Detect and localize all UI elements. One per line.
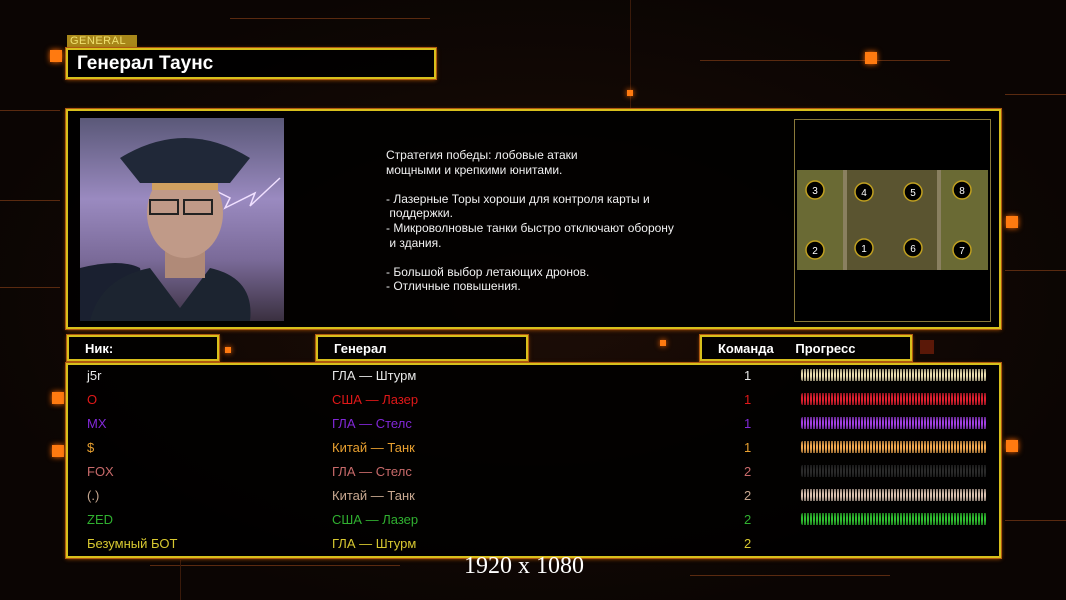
player-nick: Безумный БОТ <box>87 536 178 551</box>
map-slot: 5 <box>903 182 923 202</box>
header-team: Команда <box>718 341 774 356</box>
general-label: GENERAL <box>67 35 137 48</box>
header-general: Генерал <box>316 335 528 361</box>
player-nick: j5r <box>87 368 102 383</box>
general-title: Генерал Таунс <box>66 48 436 79</box>
player-general: ГЛА — Стелс <box>332 416 412 431</box>
general-portrait <box>80 118 284 321</box>
player-team: 1 <box>744 416 752 431</box>
player-team: 2 <box>744 536 752 551</box>
map-slot: 4 <box>854 182 874 202</box>
player-general: ГЛА — Штурм <box>332 536 417 551</box>
player-progress-bar <box>801 465 987 477</box>
svg-text:7: 7 <box>959 246 965 257</box>
map-preview: 3 4 5 8 2 1 6 7 <box>794 119 991 322</box>
map-slot: 1 <box>854 238 874 258</box>
player-team: 2 <box>744 464 752 479</box>
player-row: ZED США — Лазер 2 <box>68 509 999 533</box>
player-progress-bar <box>801 417 987 429</box>
svg-text:6: 6 <box>910 244 916 255</box>
player-progress-bar <box>801 369 987 381</box>
player-nick: $ <box>87 440 95 455</box>
player-row: MX ГЛА — Стелс 1 <box>68 413 999 437</box>
player-progress-bar <box>801 393 987 405</box>
map-slot: 6 <box>903 238 923 258</box>
header-nick: Ник: <box>67 335 219 361</box>
resolution-text: 1920 x 1080 <box>464 553 584 579</box>
player-team: 1 <box>744 392 752 407</box>
player-general: США — Лазер <box>332 392 419 407</box>
svg-text:1: 1 <box>861 244 867 255</box>
player-progress-bar <box>801 489 987 501</box>
svg-text:8: 8 <box>959 186 965 197</box>
player-team: 2 <box>744 512 752 527</box>
player-progress-bar <box>801 513 987 525</box>
player-nick: ZED <box>87 512 113 527</box>
player-team: 1 <box>744 368 752 383</box>
map-slot: 7 <box>952 240 972 260</box>
map-slot: 2 <box>805 240 825 260</box>
general-info-panel: Стратегия победы: лобовые атаки мощными … <box>66 109 1001 329</box>
player-row: FOX ГЛА — Стелс 2 <box>68 461 999 485</box>
general-description: Стратегия победы: лобовые атаки мощными … <box>386 148 674 294</box>
map-slot: 3 <box>805 180 825 200</box>
svg-text:4: 4 <box>861 188 867 199</box>
player-general: Китай — Танк <box>332 440 415 455</box>
player-general: США — Лазер <box>332 512 419 527</box>
player-row: (.) Китай — Танк 2 <box>68 485 999 509</box>
player-progress-bar <box>801 441 987 453</box>
player-team: 2 <box>744 488 752 503</box>
player-general: ГЛА — Стелс <box>332 464 412 479</box>
player-general: ГЛА — Штурм <box>332 368 417 383</box>
svg-text:3: 3 <box>812 186 818 197</box>
svg-text:2: 2 <box>812 246 818 257</box>
player-team: 1 <box>744 440 752 455</box>
player-general: Китай — Танк <box>332 488 415 503</box>
player-row: Безумный БОТ ГЛА — Штурм 2 <box>68 533 999 557</box>
header-team-progress: Команда Прогресс <box>700 335 912 361</box>
player-row: O США — Лазер 1 <box>68 389 999 413</box>
player-nick: (.) <box>87 488 100 503</box>
header-progress: Прогресс <box>795 341 856 356</box>
svg-text:5: 5 <box>910 188 916 199</box>
player-row: j5r ГЛА — Штурм 1 <box>68 365 999 389</box>
player-row: $ Китай — Танк 1 <box>68 437 999 461</box>
player-nick: FOX <box>87 464 114 479</box>
player-nick: O <box>87 392 98 407</box>
player-nick: MX <box>87 416 107 431</box>
map-slot: 8 <box>952 180 972 200</box>
